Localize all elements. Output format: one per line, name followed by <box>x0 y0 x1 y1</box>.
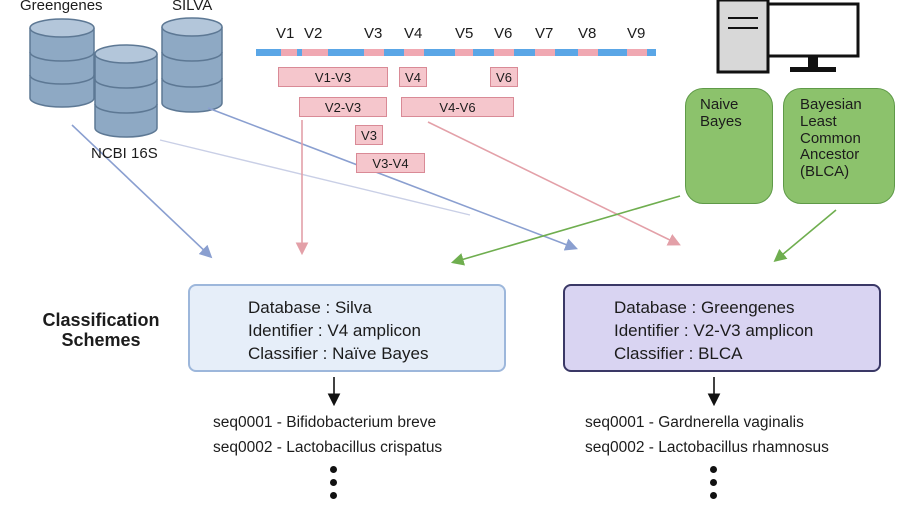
result-row: seq0001 - Gardnerella vaginalis <box>585 414 804 431</box>
region-label: V6 <box>494 25 513 42</box>
region-label: V3 <box>364 25 383 42</box>
region-label: V8 <box>578 25 597 42</box>
region-label: V1 <box>276 25 295 42</box>
scheme-right-database: Database : Greengenes <box>614 298 795 317</box>
fragment-v4-v6: V4-V6 <box>401 97 514 117</box>
result-row: seq0002 - Lactobacillus rhamnosus <box>585 439 829 456</box>
ncbi-database-icon <box>94 44 158 138</box>
scheme-right-identifier: Identifier : V2-V3 amplicon <box>614 321 814 340</box>
blca-label-line: Bayesian <box>800 96 862 113</box>
scheme-left-classifier: Classifier : Naïve Bayes <box>248 344 429 363</box>
section-title-line: Classification <box>42 310 160 330</box>
blca-label-line: Ancestor <box>800 146 860 164</box>
greengenes-label: Greengenes <box>20 0 103 14</box>
fragment-v6: V6 <box>490 67 518 87</box>
left-more-dots-icon <box>330 466 338 505</box>
scheme-left-database: Database : Silva <box>248 298 372 317</box>
fragment-v4: V4 <box>399 67 427 87</box>
fragment-v1-v3: V1-V3 <box>278 67 388 87</box>
blca-to-scheme-arrow <box>773 209 837 263</box>
region-label: V9 <box>627 25 646 42</box>
silva-database-icon <box>161 17 223 113</box>
region-label: V5 <box>455 25 474 42</box>
region-label: V4 <box>404 25 423 42</box>
scheme-right-box: Database : Greengenes Identifier : V2-V3… <box>563 284 881 372</box>
fragment-v2-v3: V2-V3 <box>299 97 387 117</box>
region-label: V2 <box>304 25 323 42</box>
scheme-left-box: Database : Silva Identifier : V4 amplico… <box>188 284 506 372</box>
section-title: Classification Schemes <box>26 310 176 350</box>
naive-bayes-to-scheme-arrow <box>450 195 681 266</box>
silva-label: SILVA <box>172 0 213 14</box>
region-label: V7 <box>535 25 554 42</box>
greengenes-to-scheme-arrow <box>71 124 213 259</box>
scheme-left-identifier: Identifier : V4 amplicon <box>248 321 421 340</box>
blca-label-line: (BLCA) <box>800 163 850 181</box>
results-right: seq0001 - Gardnerella vaginalis seq0002 … <box>585 410 829 460</box>
naive-bayes-classifier: Naive Bayes <box>685 88 773 204</box>
result-row: seq0001 - Bifidobacterium breve <box>213 414 437 431</box>
v4-to-scheme-arrow <box>427 121 681 246</box>
ncbi-link-line <box>159 139 471 216</box>
right-more-dots-icon <box>710 466 718 505</box>
blca-label-line: Least <box>800 112 837 130</box>
ncbi-label: NCBI 16S <box>91 145 158 162</box>
section-title-line: Schemes <box>61 330 141 350</box>
computer-icon <box>716 0 860 74</box>
scheme-right-classifier: Classifier : BLCA <box>614 344 743 363</box>
results-left: seq0001 - Bifidobacterium breve seq0002 … <box>213 410 442 460</box>
result-row: seq0002 - Lactobacillus crispatus <box>213 439 443 456</box>
16s-gene-bar <box>256 49 656 56</box>
greengenes-database-icon <box>29 18 95 108</box>
blca-classifier: Bayesian Least Common Ancestor (BLCA) <box>783 88 895 204</box>
blca-label-line: Common <box>800 129 861 147</box>
fragment-v3: V3 <box>355 125 383 145</box>
naive-bayes-label: Naive Bayes <box>700 96 742 130</box>
fragment-v3-v4: V3-V4 <box>356 153 425 173</box>
silva-to-scheme-arrow <box>207 107 578 251</box>
